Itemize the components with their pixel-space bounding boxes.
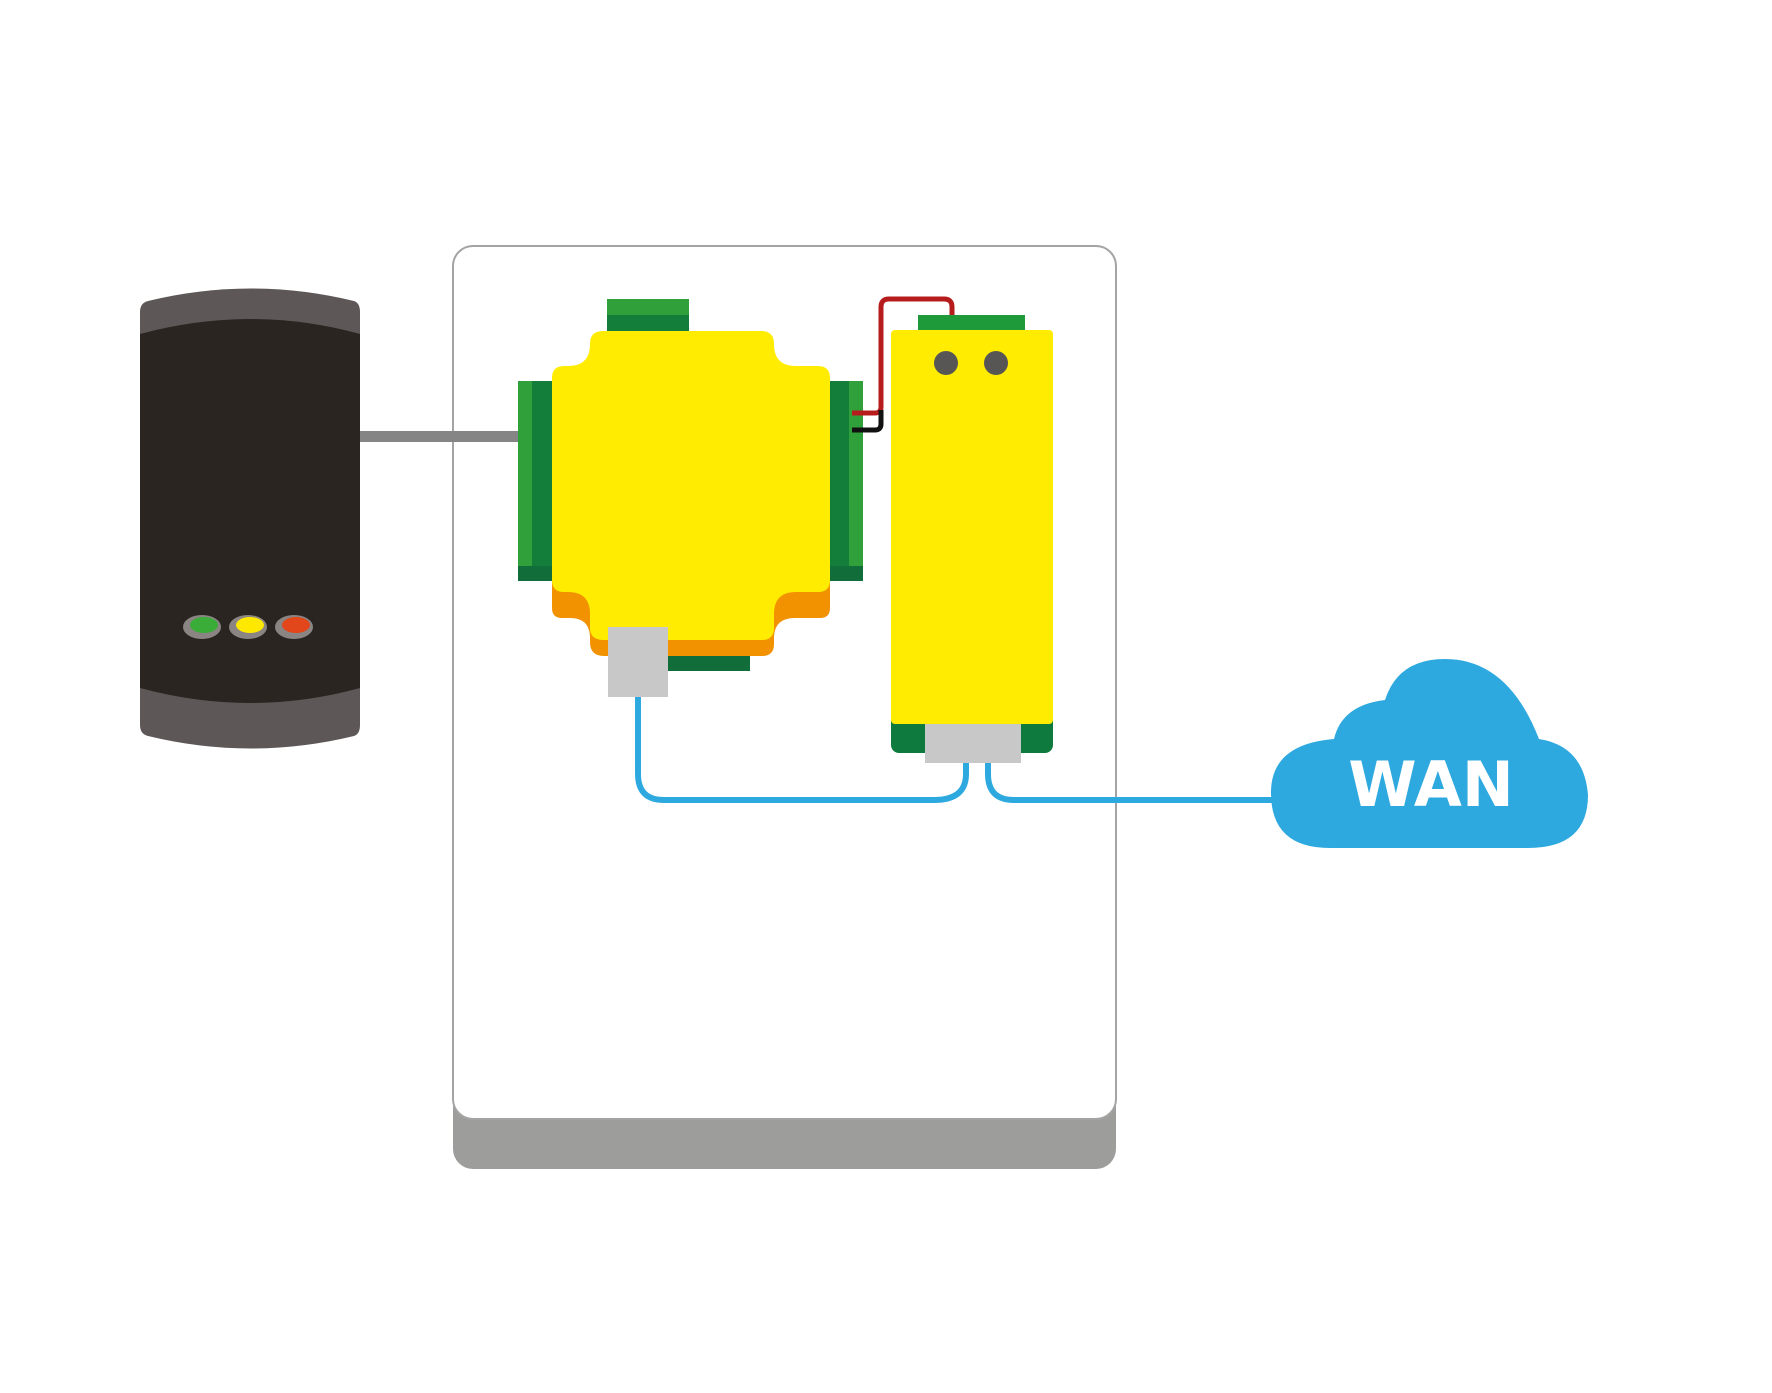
screw-icon bbox=[984, 351, 1008, 375]
terminal-block-left bbox=[518, 381, 554, 581]
controller-ethernet-port bbox=[608, 627, 668, 697]
wan-cloud: WAN bbox=[1270, 659, 1588, 848]
power-supply-terminal bbox=[918, 315, 1025, 333]
led-yellow bbox=[236, 617, 264, 633]
power-supply-ethernet-port bbox=[925, 724, 1021, 763]
wan-label: WAN bbox=[1348, 748, 1513, 821]
wan-cable bbox=[985, 763, 1290, 803]
card-reader bbox=[140, 288, 360, 749]
wire-negative bbox=[852, 410, 884, 433]
led-green bbox=[190, 617, 218, 633]
lan-cable bbox=[635, 697, 969, 803]
power-supply-body bbox=[891, 330, 1053, 724]
controller-housing bbox=[552, 331, 830, 640]
controller bbox=[518, 299, 863, 697]
reader-cable bbox=[358, 431, 531, 442]
terminal-block-top bbox=[607, 299, 689, 333]
ethernet-cables bbox=[635, 697, 1290, 803]
led-red bbox=[282, 617, 310, 633]
cloud-icon bbox=[1270, 659, 1588, 848]
power-supply bbox=[891, 315, 1053, 763]
card-reader-face bbox=[140, 319, 360, 703]
card-reader-leds bbox=[183, 615, 313, 639]
power-wires bbox=[852, 296, 955, 433]
screw-icon bbox=[934, 351, 958, 375]
